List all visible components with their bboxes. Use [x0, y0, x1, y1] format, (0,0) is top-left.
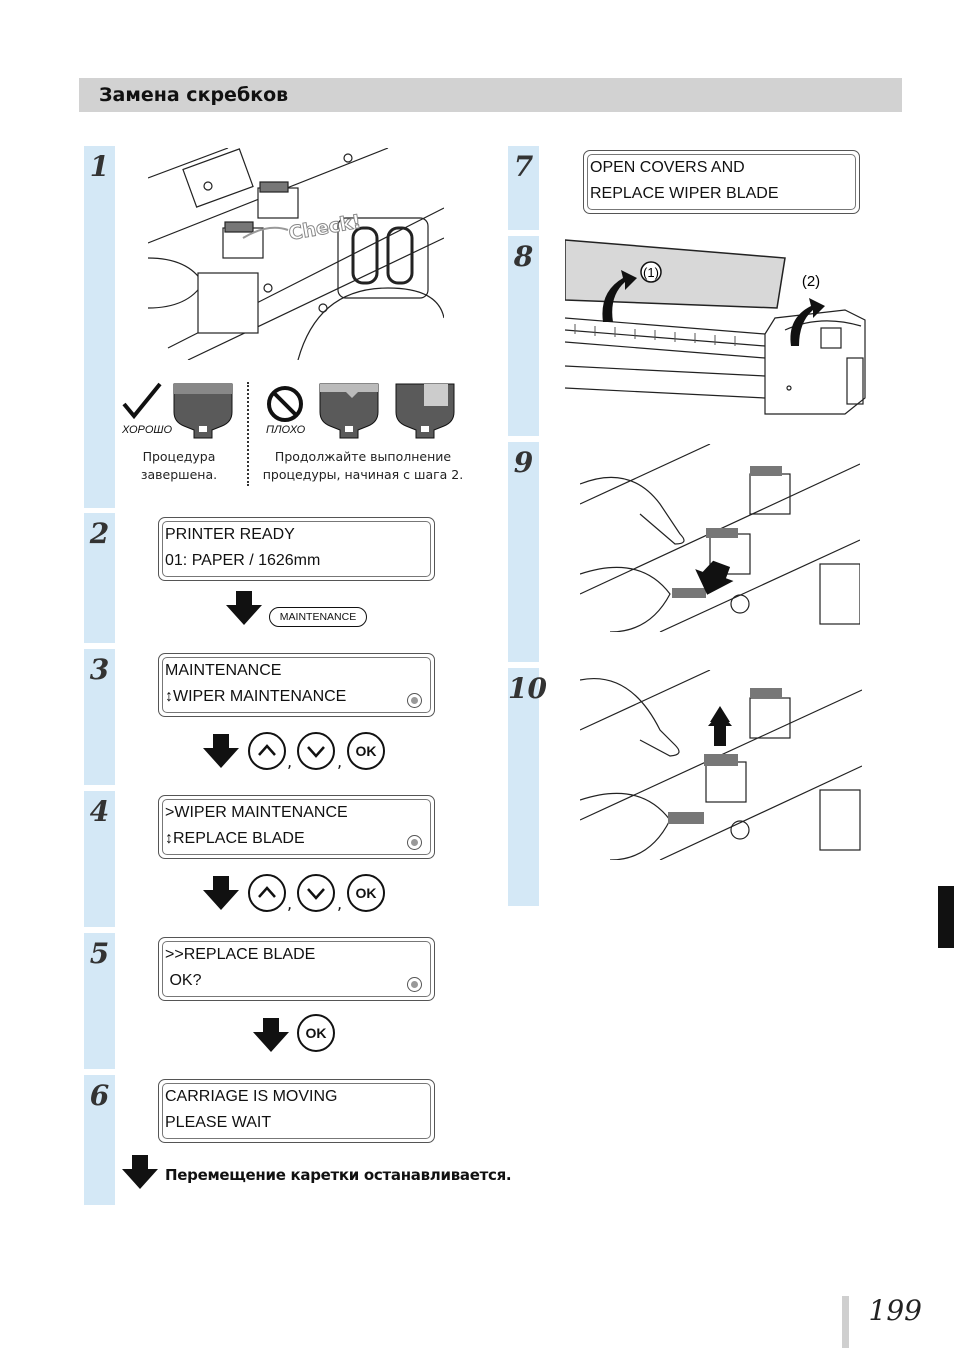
bad-blade-icon-1: [319, 383, 379, 439]
blade-install-illustration: [580, 670, 862, 860]
down-arrow-icon: [122, 1155, 158, 1189]
section-title: Замена скребков: [99, 84, 289, 106]
lcd-display-step4: >WIPER MAINTENANCE ↕REPLACE BLADE: [158, 795, 435, 859]
good-caption: Процедура завершена.: [128, 448, 230, 484]
printer-cover-illustration: (1) (2): [565, 238, 873, 422]
step6-note: Перемещение каретки останавливается.: [165, 1166, 512, 1184]
bad-caption: Продолжайте выполнение процедуры, начина…: [262, 448, 464, 484]
lcd-display-step6: CARRIAGE IS MOVING PLEASE WAIT: [158, 1079, 435, 1143]
maintenance-button[interactable]: MAINTENANCE: [269, 607, 367, 627]
lcd-line-1: PRINTER READY: [165, 526, 295, 543]
down-button[interactable]: [297, 732, 335, 770]
printer-carriage-illustration: Check!: [148, 148, 444, 360]
good-caption-line2: завершена.: [140, 467, 218, 482]
lcd-line-1: OPEN COVERS AND: [590, 159, 745, 176]
section-header-bar: [79, 78, 902, 112]
prohibited-icon: [267, 386, 303, 422]
step-column-2: [84, 513, 115, 643]
step-number-6: 6: [89, 1079, 110, 1112]
ok-button[interactable]: OK: [347, 732, 385, 770]
step-number-1: 1: [89, 150, 110, 183]
blade-removal-illustration: [580, 444, 860, 632]
lcd-line-2: ↕WIPER MAINTENANCE: [165, 688, 347, 705]
step-column-4: [84, 791, 115, 927]
down-arrow-icon: [203, 734, 239, 768]
step-number-2: 2: [89, 517, 110, 550]
separator-comma: ,: [287, 894, 293, 913]
lcd-line-1: >WIPER MAINTENANCE: [165, 804, 348, 821]
bad-caption-line2: процедуры, начиная с шага 2.: [262, 467, 464, 482]
ok-button[interactable]: OK: [347, 874, 385, 912]
down-arrow-icon: [253, 1018, 289, 1052]
lcd-status-icon: [407, 977, 422, 992]
lcd-display-step2: PRINTER READY 01: PAPER / 1626mm: [158, 517, 435, 581]
step-number-8: 8: [513, 240, 534, 273]
separator-comma: ,: [287, 752, 293, 771]
step-number-4: 4: [89, 795, 110, 828]
down-arrow-icon: [203, 876, 239, 910]
up-button[interactable]: [248, 732, 286, 770]
good-label: ХОРОШО: [122, 424, 173, 436]
step-column-9: [508, 442, 539, 662]
step-number-9: 9: [513, 446, 534, 479]
chevron-up-icon: [258, 886, 276, 898]
step-column-5: [84, 933, 115, 1069]
chevron-down-icon: [307, 888, 325, 900]
lcd-line-2: ↕REPLACE BLADE: [165, 830, 305, 847]
lcd-line-2: PLEASE WAIT: [165, 1114, 272, 1131]
step-column-6: [84, 1075, 115, 1205]
chapter-tab: [938, 886, 954, 948]
page-number: 199: [868, 1294, 922, 1327]
lcd-status-icon: [407, 693, 422, 708]
good-caption-line1: Процедура: [142, 449, 216, 464]
step-number-10: 10: [508, 672, 547, 705]
chevron-down-icon: [307, 746, 325, 758]
bad-caption-line1: Продолжайте выполнение: [274, 449, 452, 464]
callout-1: (1): [643, 265, 659, 280]
step-number-7: 7: [513, 150, 534, 183]
step-number-5: 5: [89, 937, 110, 970]
up-button[interactable]: [248, 874, 286, 912]
step-number-3: 3: [89, 653, 110, 686]
lcd-line-2: OK?: [165, 972, 202, 989]
lcd-line-1: MAINTENANCE: [165, 662, 282, 679]
step-column-7: [508, 146, 539, 230]
ok-button[interactable]: OK: [297, 1014, 335, 1052]
lcd-line-2: REPLACE WIPER BLADE: [590, 185, 779, 202]
lcd-status-icon: [407, 835, 422, 850]
lcd-line-2: 01: PAPER / 1626mm: [165, 552, 321, 569]
down-button[interactable]: [297, 874, 335, 912]
chevron-up-icon: [258, 744, 276, 756]
separator-comma: ,: [337, 752, 343, 771]
bad-blade-icon-2: [395, 383, 455, 439]
separator-comma: ,: [337, 894, 343, 913]
lcd-display-step3: MAINTENANCE ↕WIPER MAINTENANCE: [158, 653, 435, 717]
callout-2: (2): [802, 273, 820, 290]
lcd-line-1: CARRIAGE IS MOVING: [165, 1088, 338, 1105]
step-column-10: [508, 668, 539, 906]
page-number-bar: [842, 1296, 849, 1348]
good-blade-icon: [173, 383, 233, 439]
lcd-line-1: >>REPLACE BLADE: [165, 946, 316, 963]
bad-label: ПЛОХО: [266, 424, 306, 436]
down-arrow-icon: [226, 591, 262, 625]
divider: [247, 382, 249, 486]
checkmark-icon: [122, 382, 162, 420]
lcd-display-step7: OPEN COVERS AND REPLACE WIPER BLADE: [583, 150, 860, 214]
lcd-display-step5: >>REPLACE BLADE OK?: [158, 937, 435, 1001]
step-column-8: [508, 236, 539, 436]
step-column-1: [84, 146, 115, 508]
step-column-3: [84, 649, 115, 785]
